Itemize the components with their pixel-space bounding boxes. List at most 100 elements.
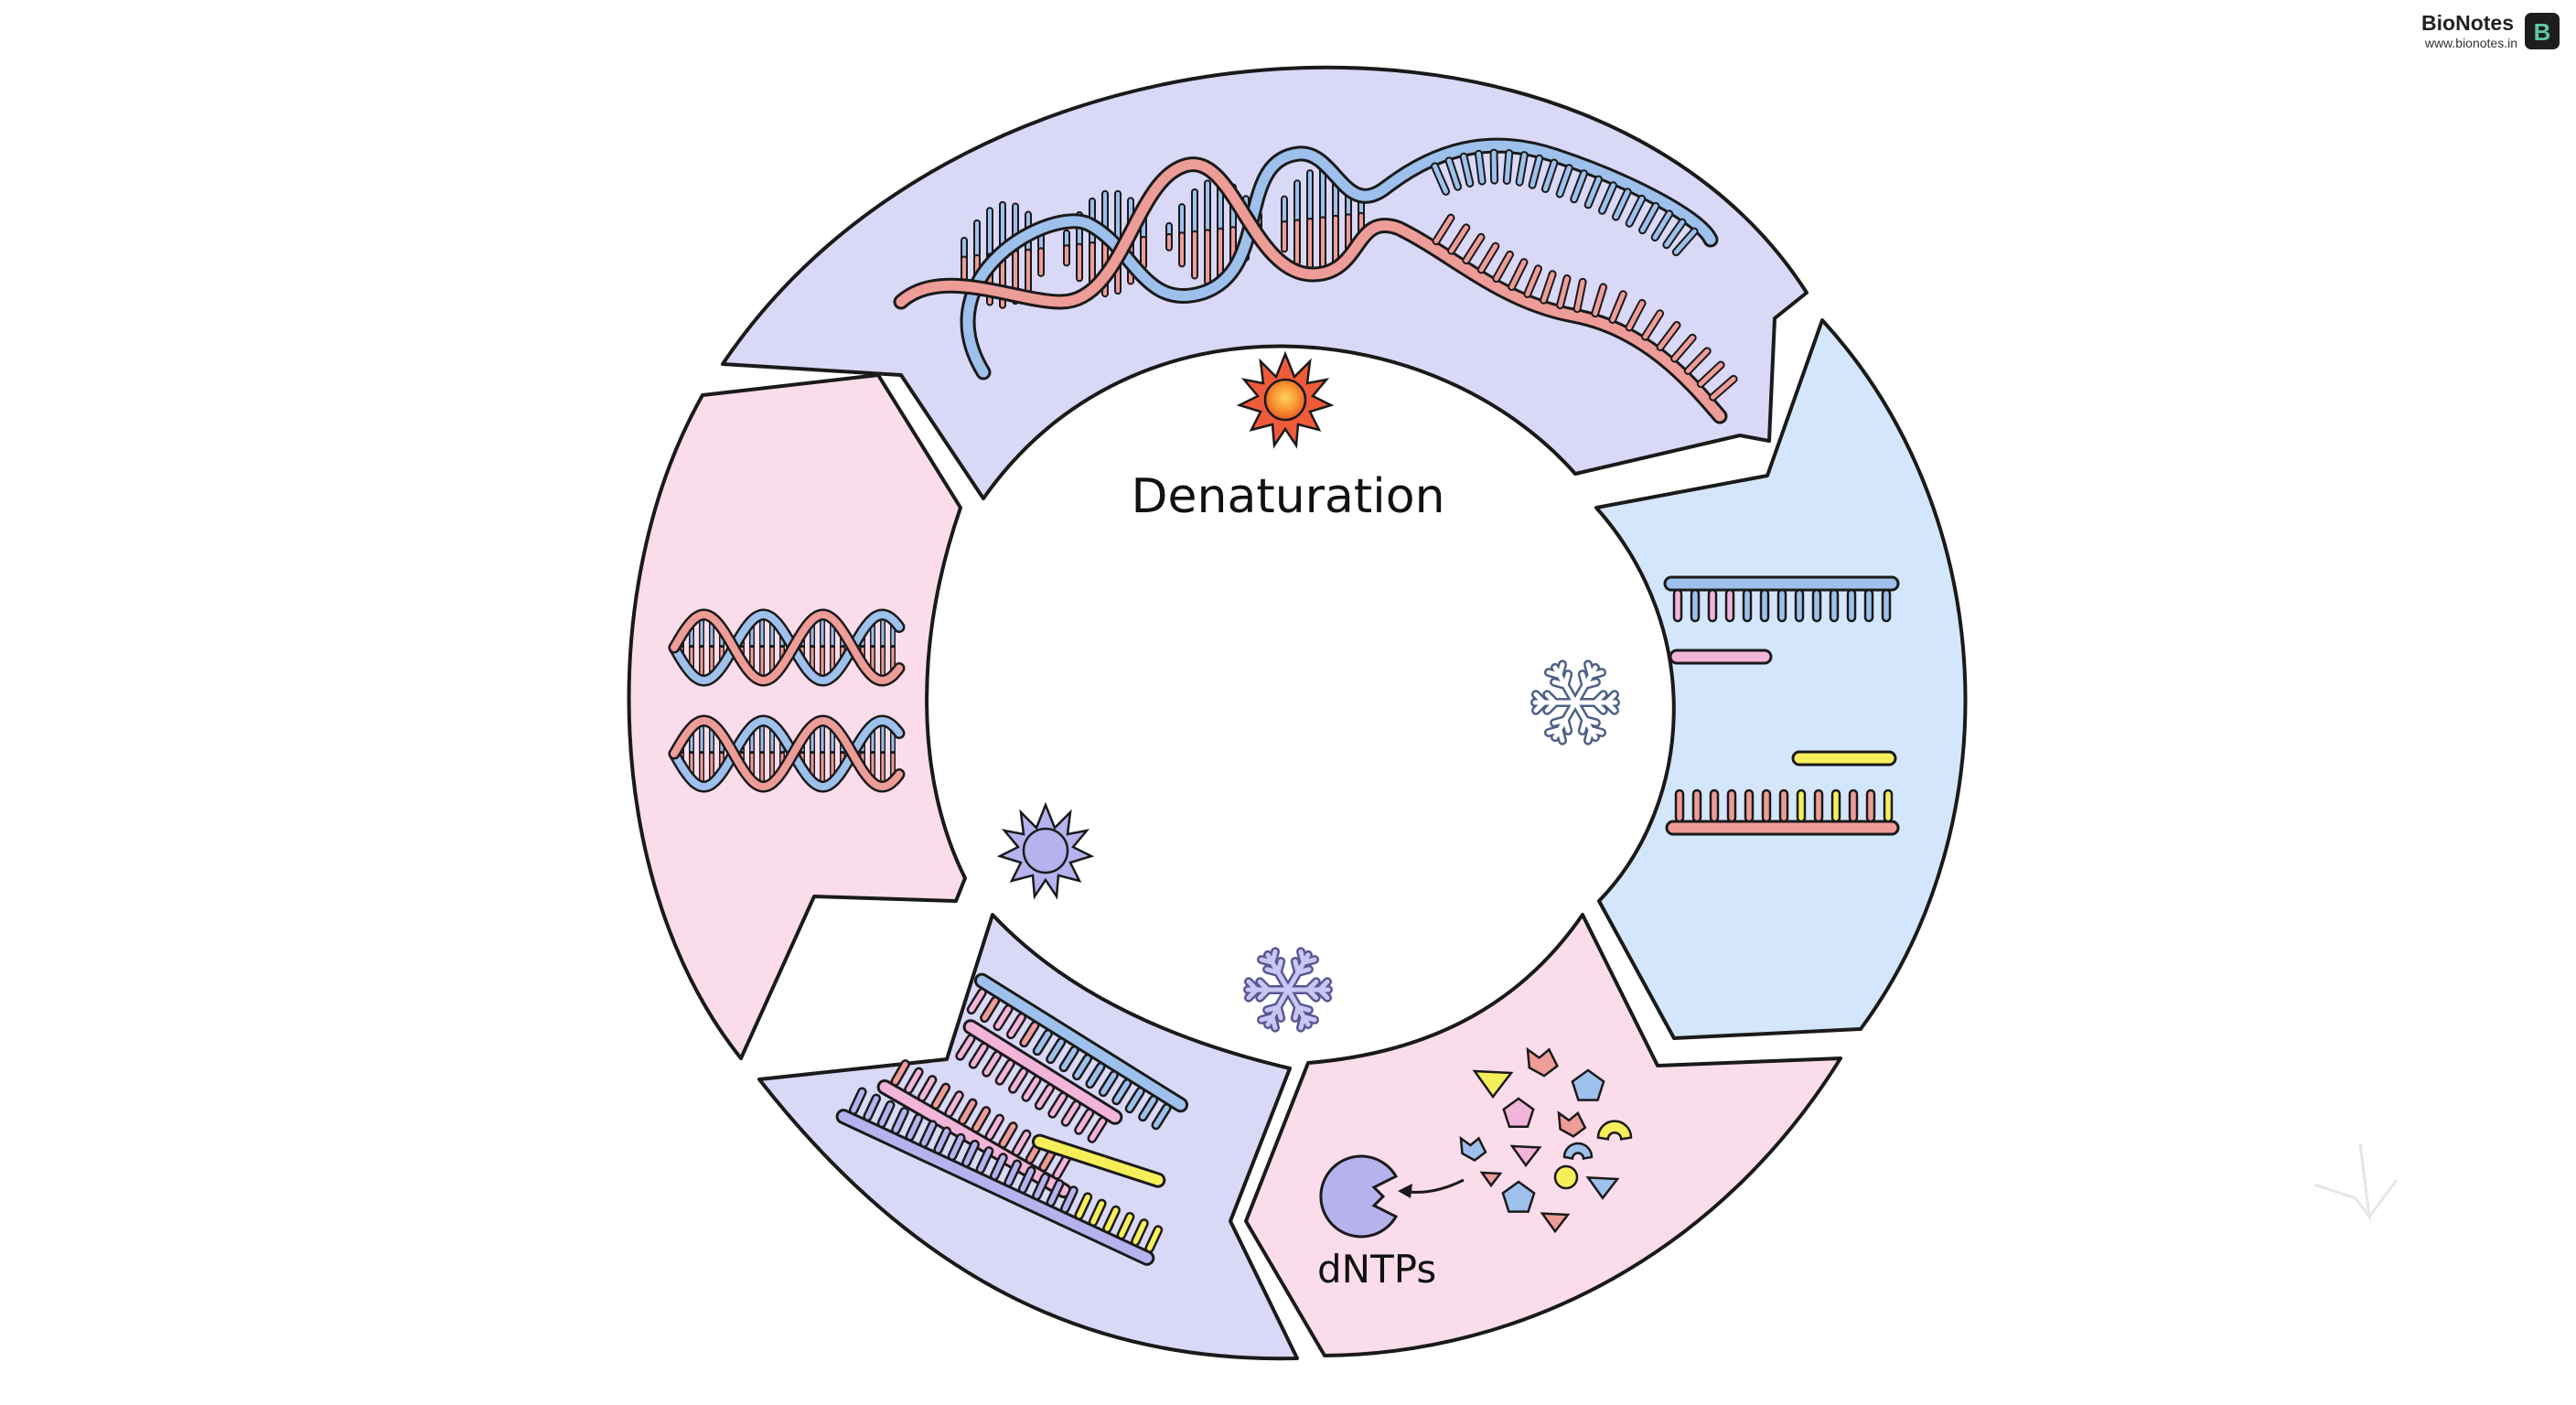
strand-base xyxy=(1047,1091,1068,1119)
strand-base xyxy=(1829,588,1840,623)
annealing-strands xyxy=(1663,575,1900,836)
brand-logo-icon xyxy=(2525,13,2560,49)
strand-base xyxy=(904,1067,924,1095)
strand-base xyxy=(1690,588,1701,623)
snowflake-branch xyxy=(1275,1004,1283,1021)
arrow-head-icon xyxy=(1398,1184,1412,1198)
snowflake-branch xyxy=(1588,727,1605,735)
dntp-pentagon xyxy=(1502,1097,1535,1129)
strand-base xyxy=(947,1132,966,1162)
strand-base xyxy=(1691,788,1702,823)
sun-icon-extension xyxy=(996,801,1095,900)
snowflake-branch xyxy=(1264,967,1281,975)
base-tooth-fill xyxy=(1558,276,1570,308)
helix-strand-blue xyxy=(671,716,903,790)
strand-base xyxy=(933,1126,952,1155)
snowflake-branch xyxy=(1270,1014,1278,1031)
extension-strand xyxy=(835,1087,1164,1266)
strand-base xyxy=(1865,788,1876,823)
strand-base xyxy=(984,1113,1005,1142)
strand-base xyxy=(1131,1218,1149,1247)
dntp-triangle xyxy=(1585,1176,1620,1200)
strand-base xyxy=(1778,788,1789,823)
snowflake-branch xyxy=(1557,727,1565,744)
helix-strand-red xyxy=(671,611,903,685)
strand-base xyxy=(863,1093,882,1122)
strand-base xyxy=(1004,1159,1023,1187)
base-tooth-fill xyxy=(1664,220,1685,248)
base-tooth-fill xyxy=(1613,189,1630,220)
snowflake-branch xyxy=(1305,979,1319,992)
base-tooth-fill xyxy=(1698,362,1723,387)
amplified-dna-segment xyxy=(627,373,967,1060)
dna-double-helix-1 xyxy=(668,608,906,687)
dntp-arc xyxy=(1596,1120,1633,1141)
strand-base xyxy=(1811,588,1822,623)
strand-base xyxy=(876,1099,896,1129)
base-tooth-fill xyxy=(1574,279,1585,312)
annealing-segment xyxy=(1594,318,1968,1040)
base-tooth-fill xyxy=(1711,376,1736,400)
dntp-circle xyxy=(1553,1164,1579,1190)
strand-base xyxy=(1098,1070,1119,1098)
strand-base xyxy=(1759,588,1770,623)
strand-backbone xyxy=(835,1109,1155,1266)
center-title: Denaturation xyxy=(1131,469,1444,524)
brand-name: BioNotes xyxy=(2421,11,2514,35)
base-tooth-fill xyxy=(1652,211,1672,240)
snowflake-branch xyxy=(1316,979,1330,992)
snowflake-branch xyxy=(1533,700,1547,713)
strand-base xyxy=(905,1113,924,1142)
strand-base xyxy=(1848,788,1859,823)
strand-backbone xyxy=(1663,575,1900,592)
base-tooth-fill xyxy=(1585,177,1602,208)
strand-base xyxy=(1032,1172,1050,1201)
strand-base xyxy=(1071,1054,1093,1081)
base-tooth-fill xyxy=(1449,225,1469,253)
dntp-notched xyxy=(1526,1046,1559,1078)
dna-double-helix-2 xyxy=(668,714,906,793)
sun-icon-top xyxy=(1236,350,1335,449)
strand-base xyxy=(993,1003,1014,1032)
strand-base xyxy=(1672,588,1683,623)
snowflake-branch xyxy=(1546,670,1562,678)
base-tooth-fill xyxy=(1517,153,1527,185)
strand-base xyxy=(1144,1225,1164,1253)
snowflake-icon-annealing-fill xyxy=(1532,661,1618,744)
snowflake-branch xyxy=(1580,671,1588,688)
sparkle-watermark-icon xyxy=(2313,1142,2399,1222)
strand-base xyxy=(1087,1116,1108,1143)
strand-base xyxy=(1032,1029,1053,1056)
base-tooth-fill xyxy=(1464,234,1484,263)
base-tooth-fill xyxy=(1432,164,1449,194)
base-tooth-fill xyxy=(1476,151,1485,184)
snowflake-branch xyxy=(1583,717,1599,725)
strand-base xyxy=(891,1107,909,1135)
base-tooth-fill xyxy=(1672,335,1695,361)
base-tooth-fill xyxy=(1433,215,1454,244)
unwinding-dna-helix xyxy=(893,137,1738,424)
primer-yellow xyxy=(1031,1133,1166,1188)
strand-base xyxy=(1005,1012,1027,1040)
strand-base xyxy=(1116,1211,1135,1240)
extension-strand xyxy=(966,972,1189,1131)
strand-base xyxy=(848,1087,867,1115)
strand-base xyxy=(1111,1078,1132,1106)
strand-base xyxy=(980,995,1001,1024)
base-tooth-fill xyxy=(1542,160,1557,192)
strand-base xyxy=(1059,1185,1079,1214)
strand-base xyxy=(930,1082,951,1110)
strand-base xyxy=(994,1058,1015,1086)
base-tooth-fill xyxy=(1540,272,1555,303)
base-tooth-fill xyxy=(1626,196,1645,226)
base-tooth-fill xyxy=(1643,311,1663,339)
strand-base xyxy=(1046,1037,1067,1065)
base-tooth-fill xyxy=(1478,243,1498,273)
arrow-icon xyxy=(1408,1178,1465,1194)
strand-base xyxy=(966,987,987,1015)
base-tooth-fill xyxy=(1509,260,1527,289)
snowflake-branch xyxy=(1562,717,1571,734)
strand-base xyxy=(998,1121,1018,1149)
primer-pink xyxy=(1669,649,1773,665)
